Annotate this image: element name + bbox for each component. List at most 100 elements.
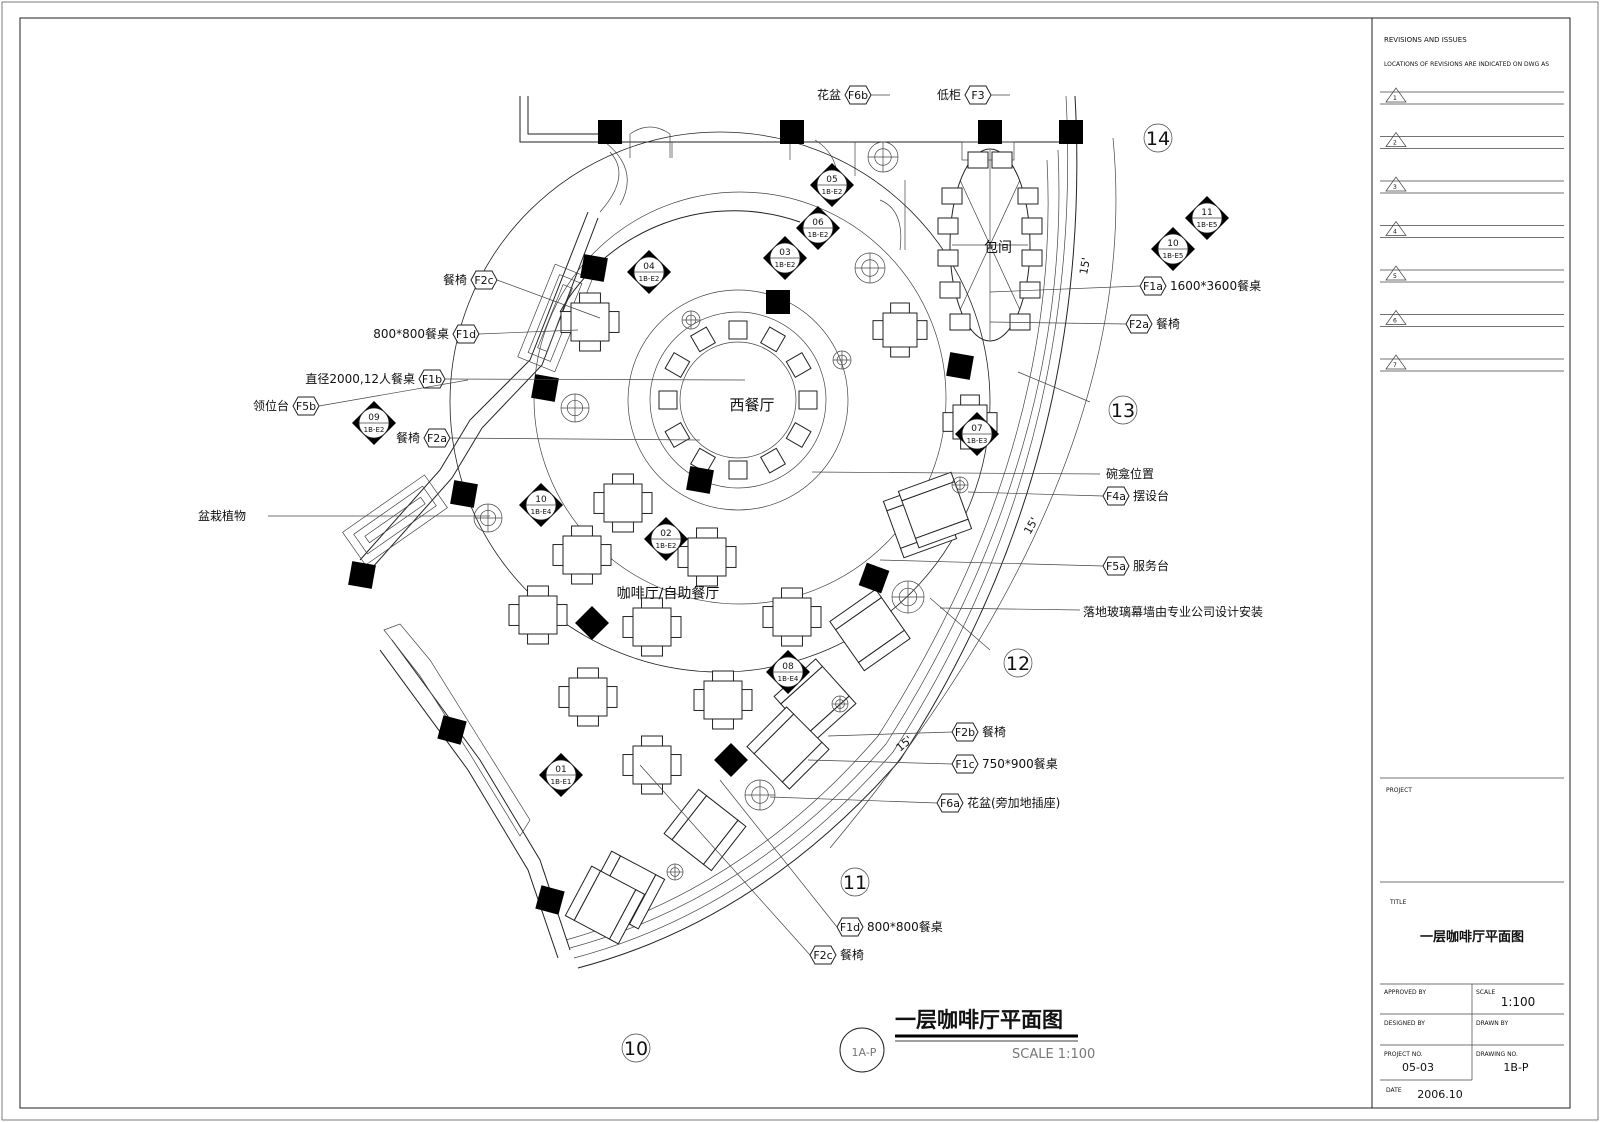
- four-top-table: [552, 525, 612, 585]
- plant-pot-icon: [832, 350, 852, 370]
- round-table-chairs: [658, 320, 818, 480]
- elevation-ref: 1B-E4: [531, 508, 552, 516]
- booth-table: [897, 471, 973, 549]
- callout-text: 领位台: [253, 398, 289, 413]
- elevation-marker-icon: 10 1B-E4: [519, 483, 563, 527]
- revision-number: 4: [1393, 229, 1397, 236]
- elevation-ref: 1B-E2: [808, 231, 829, 239]
- callout-text: 摆设台: [1133, 488, 1169, 503]
- plant-pot-icon: [831, 695, 849, 713]
- chair: [1017, 187, 1039, 205]
- chair: [991, 151, 1013, 169]
- booth-tables: [564, 471, 973, 945]
- plant-pot-icon: [560, 393, 590, 423]
- grid-number: 12: [1006, 653, 1030, 675]
- elevation-ref: 1B-E2: [775, 261, 796, 269]
- plant-pots: [473, 141, 969, 881]
- project-label: PROJECT: [1386, 787, 1412, 794]
- revision-triangle-icon: [1385, 354, 1407, 370]
- chair: [937, 249, 959, 267]
- plant-pot-icon: [891, 580, 925, 614]
- revision-row: 6: [1380, 309, 1564, 327]
- callout-text: 餐椅: [1156, 316, 1180, 331]
- chair: [941, 187, 963, 205]
- callout-text: 服务台: [1133, 558, 1169, 573]
- callout-code: F1c: [955, 758, 974, 771]
- chair: [785, 352, 812, 378]
- elevation-number: 10: [535, 495, 547, 505]
- callout-code: F1b: [422, 373, 442, 386]
- elevation-ref: 1B-E1: [551, 778, 572, 786]
- elevation-ref: 1B-E2: [364, 426, 385, 434]
- main-title: 一层咖啡厅平面图: [895, 1008, 1063, 1032]
- elevation-number: 10: [1167, 239, 1179, 249]
- elevation-number: 07: [971, 424, 982, 434]
- callout-code: F2b: [955, 726, 975, 739]
- revision-row: 5: [1380, 265, 1564, 283]
- cafe-tables: [508, 292, 998, 795]
- booth-table: [746, 706, 830, 790]
- callout-code: F6a: [940, 797, 960, 810]
- callout: F1d 800*800餐桌: [373, 324, 480, 344]
- callout-code: F1d: [840, 921, 860, 934]
- chair: [939, 281, 961, 299]
- column: [858, 562, 890, 594]
- elevation-ref: 1B-E3: [967, 437, 988, 445]
- grid-bubble: 14: [1143, 123, 1173, 153]
- chair: [967, 151, 989, 169]
- grid-bubble: 10: [621, 1033, 651, 1063]
- four-top-table: [622, 735, 682, 795]
- callout-text: 餐椅: [443, 272, 467, 287]
- elevation-number: 08: [782, 662, 794, 672]
- revision-number: 6: [1393, 318, 1397, 325]
- chair: [728, 460, 748, 480]
- revision-triangle-icon: [1385, 87, 1407, 103]
- four-top-table: [693, 670, 753, 730]
- oval-table-chairs: [937, 151, 1043, 331]
- callout-text: 直径2000,12人餐桌: [305, 371, 415, 386]
- title-label: TITLE: [1389, 899, 1406, 906]
- callout-code: F1d: [456, 328, 476, 341]
- column: [780, 120, 804, 144]
- column: [437, 715, 467, 745]
- title-ref: 1A-P: [852, 1046, 877, 1059]
- room-western: 西餐厅: [729, 396, 774, 414]
- scale-text: SCALE 1:100: [1012, 1047, 1095, 1062]
- callout-code: F4a: [1106, 490, 1126, 503]
- column: [575, 606, 609, 640]
- note-wall: 碗龛位置: [1106, 466, 1154, 481]
- revision-row: 4: [1380, 220, 1564, 238]
- four-top-table: [762, 587, 822, 647]
- revision-number: 2: [1393, 140, 1397, 147]
- callout-text: 低柜: [937, 88, 961, 102]
- callout-code: F1a: [1143, 280, 1163, 293]
- revision-number: 3: [1393, 184, 1397, 191]
- callout-text: 800*800餐桌: [373, 326, 449, 341]
- column: [978, 120, 1002, 144]
- plant-pot-icon: [473, 503, 503, 533]
- title-block: REVISIONS AND ISSUES LOCATIONS OF REVISI…: [1380, 36, 1564, 1101]
- revision-number: 7: [1393, 362, 1397, 369]
- dimension-mid: 15': [1021, 515, 1041, 536]
- revision-row: 7: [1380, 354, 1564, 372]
- column: [580, 254, 608, 282]
- column: [766, 290, 790, 314]
- scale-label: SCALE: [1476, 989, 1495, 996]
- callout-code: F2c: [813, 949, 832, 962]
- revision-triangle-icon: [1385, 309, 1407, 325]
- date-value: 2006.10: [1417, 1088, 1463, 1101]
- chair: [658, 390, 678, 410]
- elevation-number: 09: [368, 413, 380, 423]
- elevation-ref: 1B-E2: [656, 542, 677, 550]
- date-label: DATE: [1386, 1087, 1402, 1094]
